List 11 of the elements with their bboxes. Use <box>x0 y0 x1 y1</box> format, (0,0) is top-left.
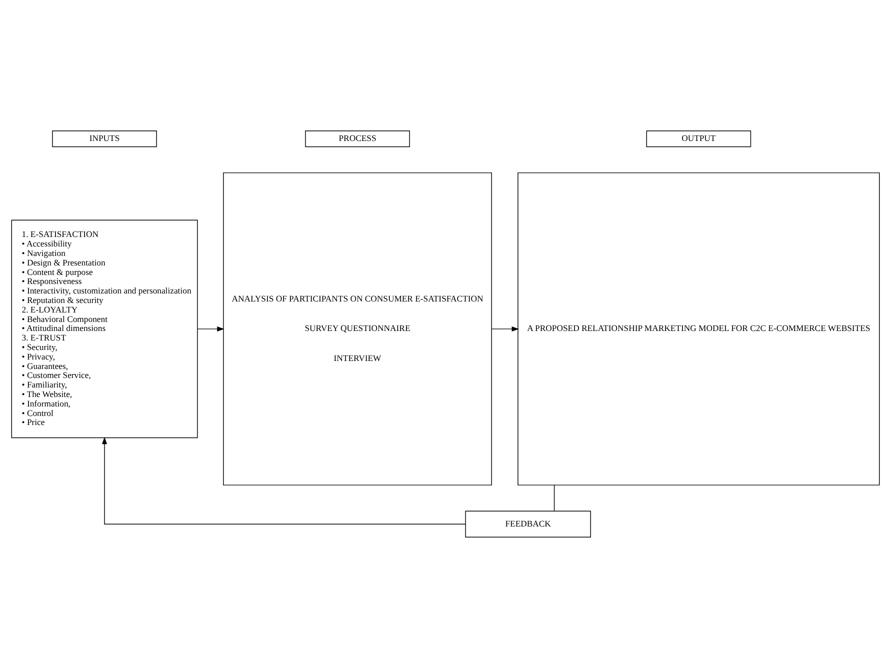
node-box: ANALYSIS OF PARTICIPANTS ON CONSUMER E-SATISFACTION SURVEY QUESTIONNAIRE INTERVIEW <box>223 172 492 486</box>
node-box: A PROPOSED RELATIONSHIP MARKETING MODEL FOR C2C E-COMMERCE WEBSITES <box>518 172 880 486</box>
node-box: INPUTS <box>52 130 157 148</box>
arrow <box>197 326 224 332</box>
node-box: FEEDBACK <box>465 510 591 538</box>
arrow <box>102 436 466 524</box>
node-box: 1. E-SATISFACTION • Accessibility • Navigation • Design & Presentation • Content & purpose • Responsiveness • Interactivity, customization and personalization • Reputation & security 2. E-LOYALTY • Behavioral Component • Attitudinal dimensions 3. E-TRUST • Security, • Privacy, • Guarantees, • Customer Service, • Familiarity, • The Website, • Information, • Control • Price <box>11 220 198 438</box>
arrow <box>491 326 520 332</box>
node-box: PROCESS <box>305 130 410 148</box>
connector <box>554 484 555 512</box>
node-box: OUTPUT <box>646 130 752 148</box>
